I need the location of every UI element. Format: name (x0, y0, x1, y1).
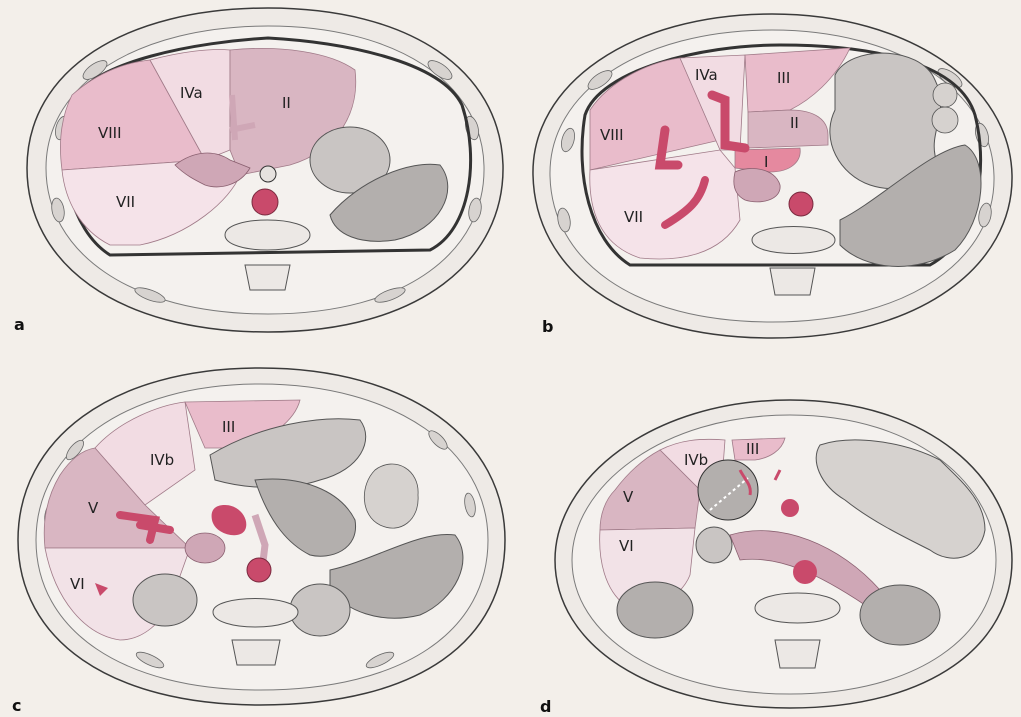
bowel-b2 (933, 83, 957, 107)
segment-label-c-2: V (88, 499, 99, 517)
panel-label-d: d (540, 697, 551, 716)
segment-label-a-3: VII (116, 193, 135, 211)
kidney-d1 (617, 582, 693, 638)
aorta-a (252, 189, 278, 215)
panel-c: IVb III V VI c (12, 368, 505, 715)
segment-label-b-2: VIII (600, 126, 624, 144)
segment-label-b-3: II (790, 114, 799, 132)
panel-label-a: a (14, 315, 25, 334)
bowel-b1 (932, 107, 958, 133)
segment-label-c-0: IVb (150, 451, 174, 469)
segment-label-a-2: II (282, 94, 291, 112)
aorta-b (789, 192, 813, 216)
segment-label-c-3: VI (70, 575, 85, 593)
kidney-c1 (133, 574, 197, 626)
aorta-c (247, 558, 271, 582)
duodenum-d (696, 527, 732, 563)
segment-label-b-5: VII (624, 208, 643, 226)
colon-c (364, 464, 418, 528)
segment-label-b-0: IVa (695, 66, 718, 84)
panel-label-c: c (12, 696, 21, 715)
segment-label-b-4: I (764, 153, 768, 171)
segment-ii-b (748, 110, 828, 148)
vessel-d1 (781, 499, 799, 517)
panel-label-b: b (542, 317, 553, 336)
panel-b: IVa III VIII II I VII b (533, 14, 1012, 338)
gallbladder-c (185, 533, 225, 563)
segment-label-a-1: IVa (180, 84, 203, 102)
segment-label-d-1: III (746, 440, 759, 458)
segment-label-a-0: VIII (98, 124, 122, 142)
vessel-d2 (793, 560, 817, 584)
segment-label-d-2: V (623, 488, 634, 506)
segment-label-d-0: IVb (684, 451, 708, 469)
segment-label-d-3: VI (619, 537, 634, 555)
kidney-c2 (290, 584, 350, 636)
ivc-a (260, 166, 276, 182)
segment-label-b-1: III (777, 69, 790, 87)
kidney-d2 (860, 585, 940, 645)
segment-label-c-1: III (222, 418, 235, 436)
